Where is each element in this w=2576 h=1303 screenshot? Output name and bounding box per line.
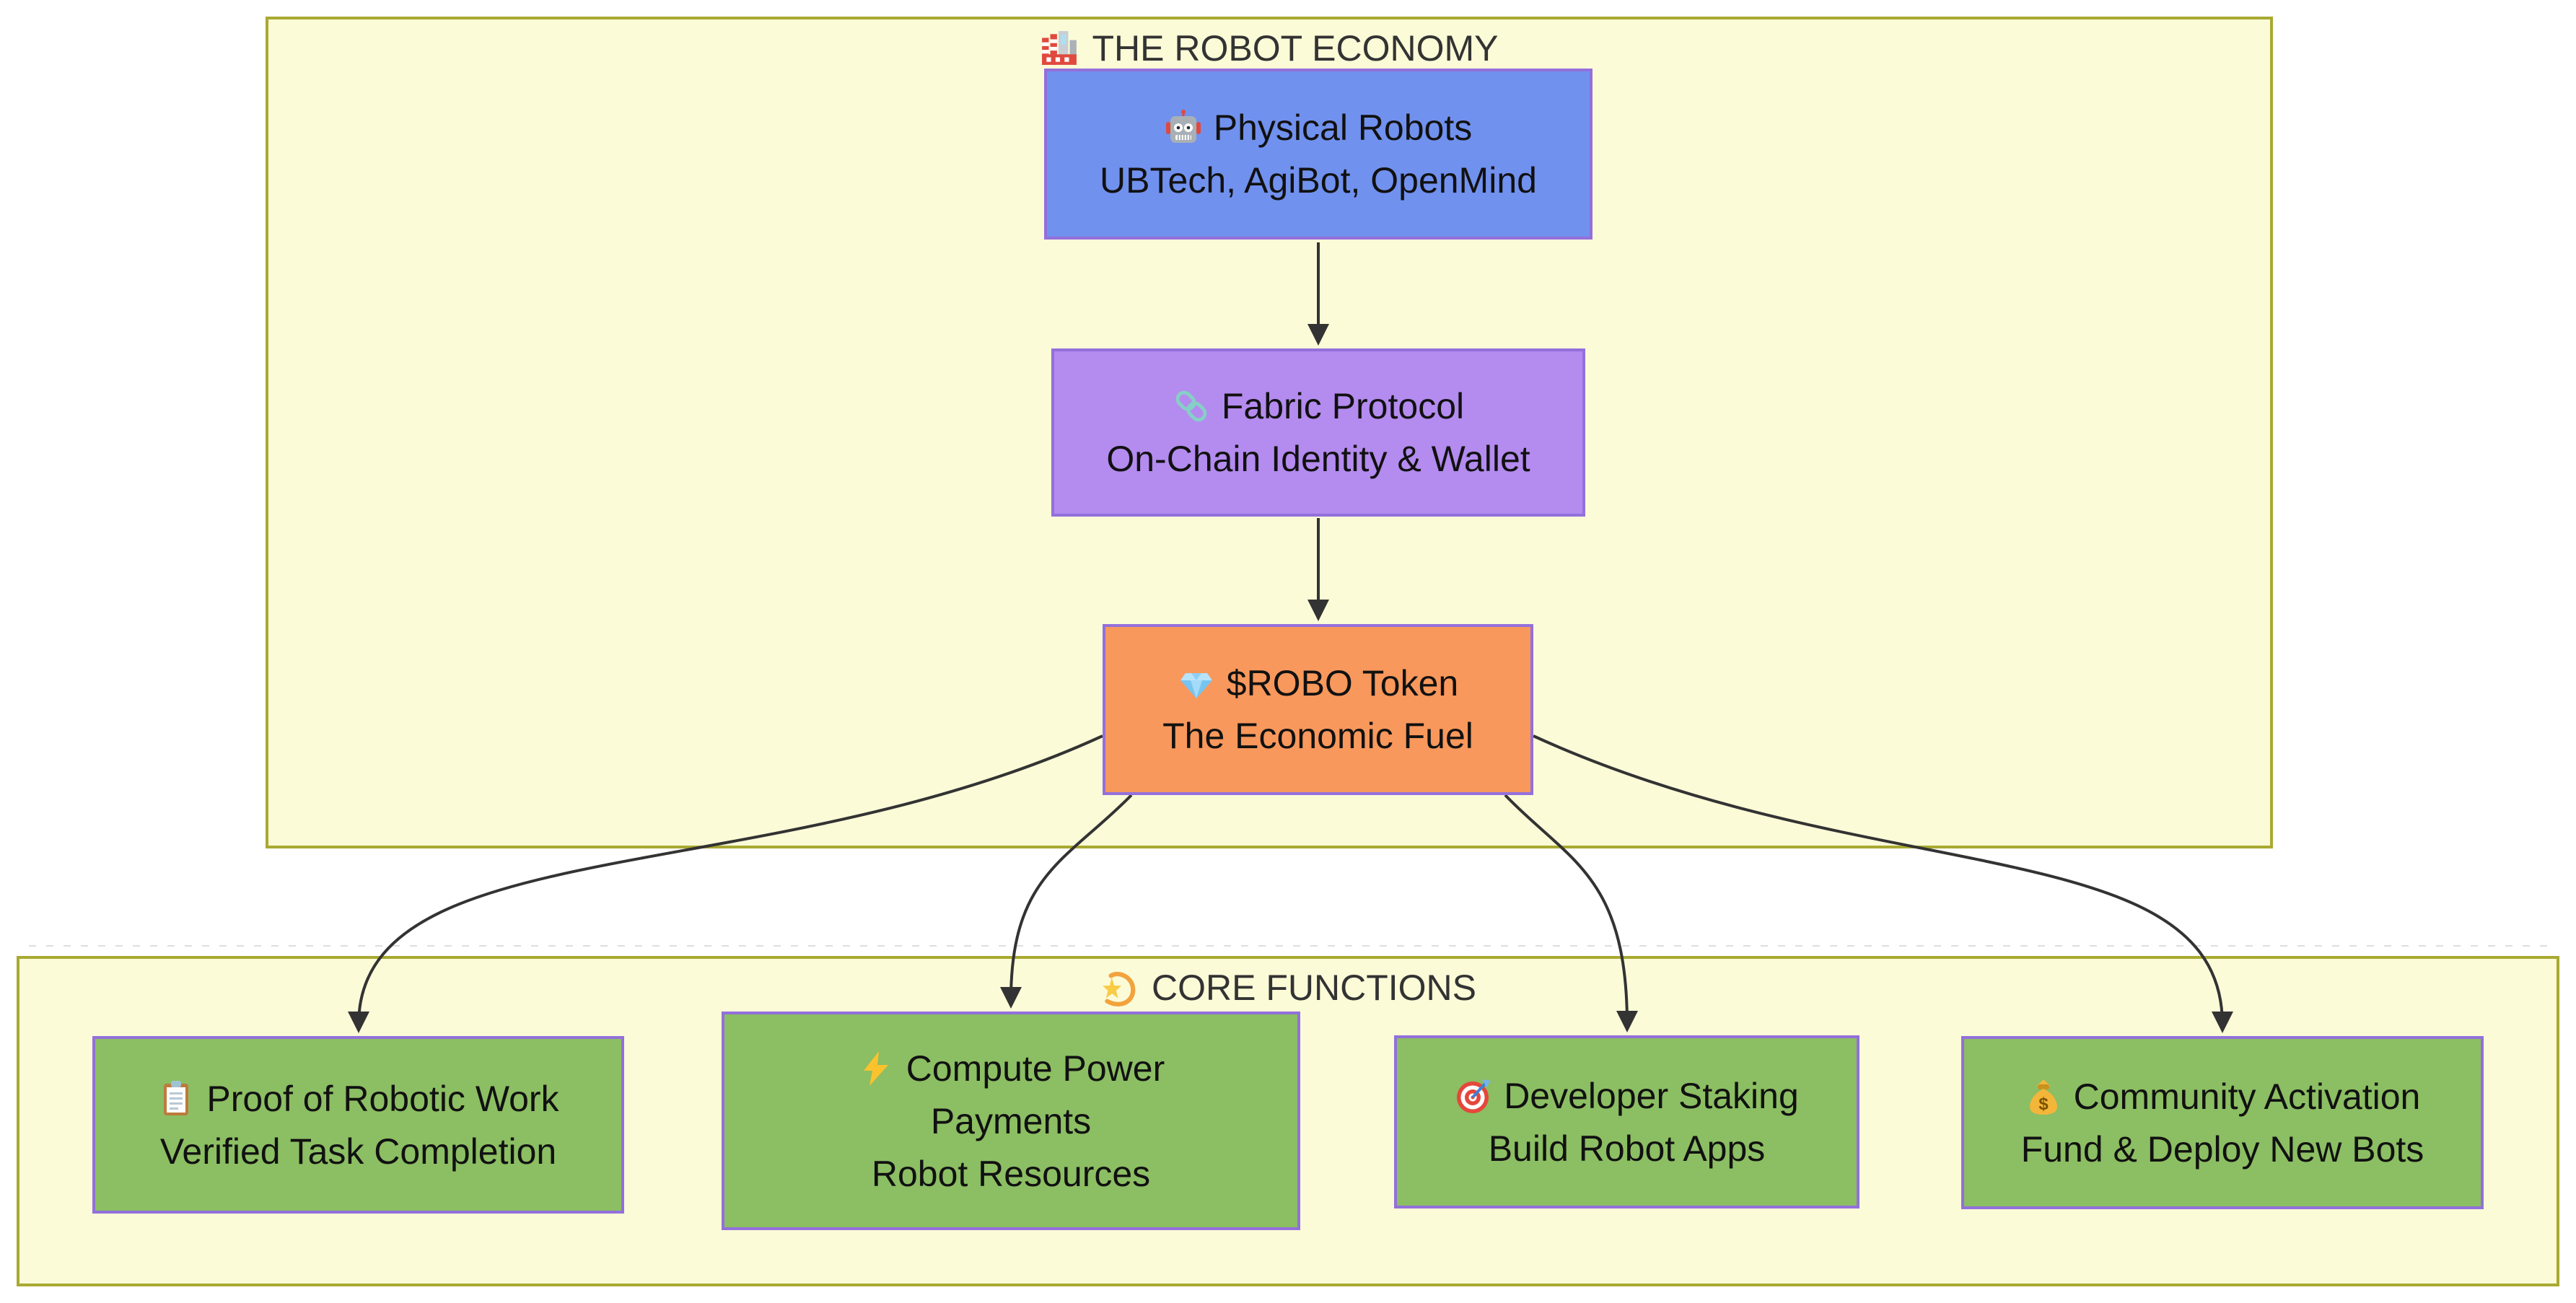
edge-token-to-community [1533,734,2224,1025]
node-sublabel: Build Robot Apps [1488,1128,1766,1169]
node-sublabel: Verified Task Completion [159,1131,557,1172]
edge-token-to-proof [357,734,1103,1025]
node-community-activation: $ Community Activation Fund & Deploy New… [1961,1036,2484,1209]
robot-icon [1165,109,1202,146]
arrowhead-staking [1616,1011,1638,1032]
moneybag-icon: $ [2025,1078,2062,1115]
node-sublabel: Payments [930,1100,1092,1141]
node-sublabel: Fund & Deploy New Bots [2020,1128,2424,1170]
node-label: Physical Robots [1213,108,1473,148]
node-sublabel: On-Chain Identity & Wallet [1106,439,1530,479]
node-label: Proof of Robotic Work [206,1078,559,1119]
bolt-icon [857,1050,895,1087]
cluster-title-robot-economy: THE ROBOT ECONOMY [266,27,2273,69]
arrowhead-token [1307,600,1329,621]
node-sublabel: Robot Resources [871,1153,1151,1194]
cluster-title-core-functions: CORE FUNCTIONS [17,967,2559,1009]
node-proof-of-robotic-work: Proof of Robotic Work Verified Task Comp… [92,1036,624,1214]
node-developer-staking: Developer Staking Build Robot Apps [1394,1035,1859,1208]
gem-icon [1178,664,1215,702]
edge-token-to-staking [1504,794,1629,1025]
arrowhead-proof [348,1012,369,1033]
cluster-title-label: THE ROBOT ECONOMY [1092,28,1499,69]
node-sublabel: The Economic Fuel [1162,716,1473,756]
svg-text:$: $ [2038,1094,2049,1114]
edge-token-to-compute [1009,794,1133,1001]
node-label: $ROBO Token [1226,663,1459,703]
node-sublabel: UBTech, AgiBot, OpenMind [1100,160,1537,201]
node-label: Fabric Protocol [1221,386,1465,426]
node-compute-power: Compute Power Payments Robot Resources [722,1012,1300,1230]
node-robo-token: $ROBO Token The Economic Fuel [1103,624,1533,795]
dizzy-icon [1100,968,1139,1007]
target-icon [1455,1077,1492,1115]
cluster-title-label: CORE FUNCTIONS [1152,968,1476,1008]
arrowhead-community [2212,1012,2233,1033]
link-icon [1173,387,1210,425]
clipboard-icon [157,1080,195,1118]
node-label: Compute Power [906,1048,1165,1089]
node-physical-robots: Physical Robots UBTech, AgiBot, OpenMind [1044,69,1593,240]
node-fabric-protocol: Fabric Protocol On-Chain Identity & Wall… [1051,348,1585,517]
arrowhead-fabric [1307,324,1329,346]
factory-icon [1040,29,1079,68]
node-label: Developer Staking [1504,1075,1799,1116]
node-label: Community Activation [2073,1076,2421,1117]
arrowhead-compute [1000,987,1022,1009]
